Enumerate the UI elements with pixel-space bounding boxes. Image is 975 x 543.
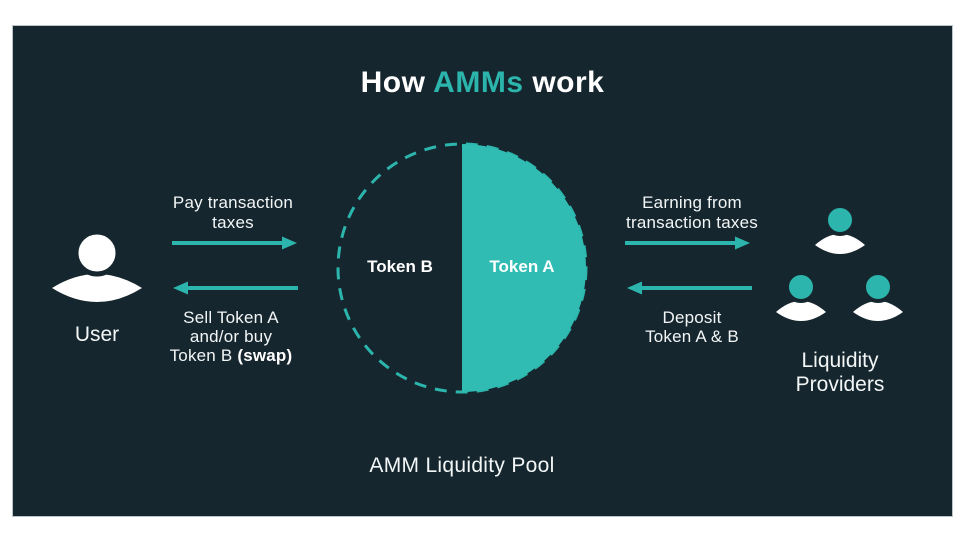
user-label: User — [74, 323, 120, 346]
diagram-title: How AMMs work — [13, 66, 952, 100]
provider-icon-top — [815, 204, 865, 254]
deposit-line2: Token A & B — [645, 327, 739, 346]
swap-line1: Sell Token A — [183, 308, 279, 327]
pool-caption: AMM Liquidity Pool — [369, 454, 555, 477]
title-part2: work — [523, 66, 605, 99]
providers-label: Liquidity Providers — [740, 349, 940, 397]
swap-label: Sell Token A and/or buy Token B (swap) — [141, 308, 321, 365]
deposit-arrow-left-icon — [627, 281, 752, 295]
token-a-label: Token A — [489, 257, 555, 276]
pay-arrow-right-icon — [172, 236, 297, 250]
providers-line2: Providers — [795, 373, 885, 396]
swap-line2: and/or buy — [189, 327, 273, 346]
providers-line1: Liquidity — [801, 349, 879, 372]
liquidity-pool-circle — [336, 142, 588, 394]
swap-arrow-left-icon — [173, 281, 298, 295]
swap-line3-bold: (swap) — [237, 346, 293, 365]
provider-icon-left — [776, 271, 826, 321]
pay-taxes-line1: Pay transaction — [172, 193, 294, 212]
diagram-panel: How AMMs work User Pay transaction taxes… — [12, 25, 953, 517]
token-b-label: Token B — [367, 257, 433, 276]
title-part1: How — [360, 66, 434, 99]
deposit-line1: Deposit — [662, 308, 722, 327]
pay-taxes-label: Pay transaction taxes — [138, 193, 328, 233]
swap-line3-text: Token B — [169, 346, 238, 365]
title-accent: AMMs — [433, 66, 524, 99]
earning-arrow-right-icon — [625, 236, 750, 250]
earning-line2: transaction taxes — [626, 213, 758, 232]
user-icon — [52, 229, 142, 302]
deposit-label: Deposit Token A & B — [582, 308, 802, 346]
earning-label: Earning from transaction taxes — [582, 193, 802, 233]
swap-line3: Token B (swap) — [141, 346, 321, 365]
provider-icon-right — [853, 271, 903, 321]
earning-line1: Earning from — [642, 193, 742, 212]
pay-taxes-line2: taxes — [212, 213, 254, 232]
